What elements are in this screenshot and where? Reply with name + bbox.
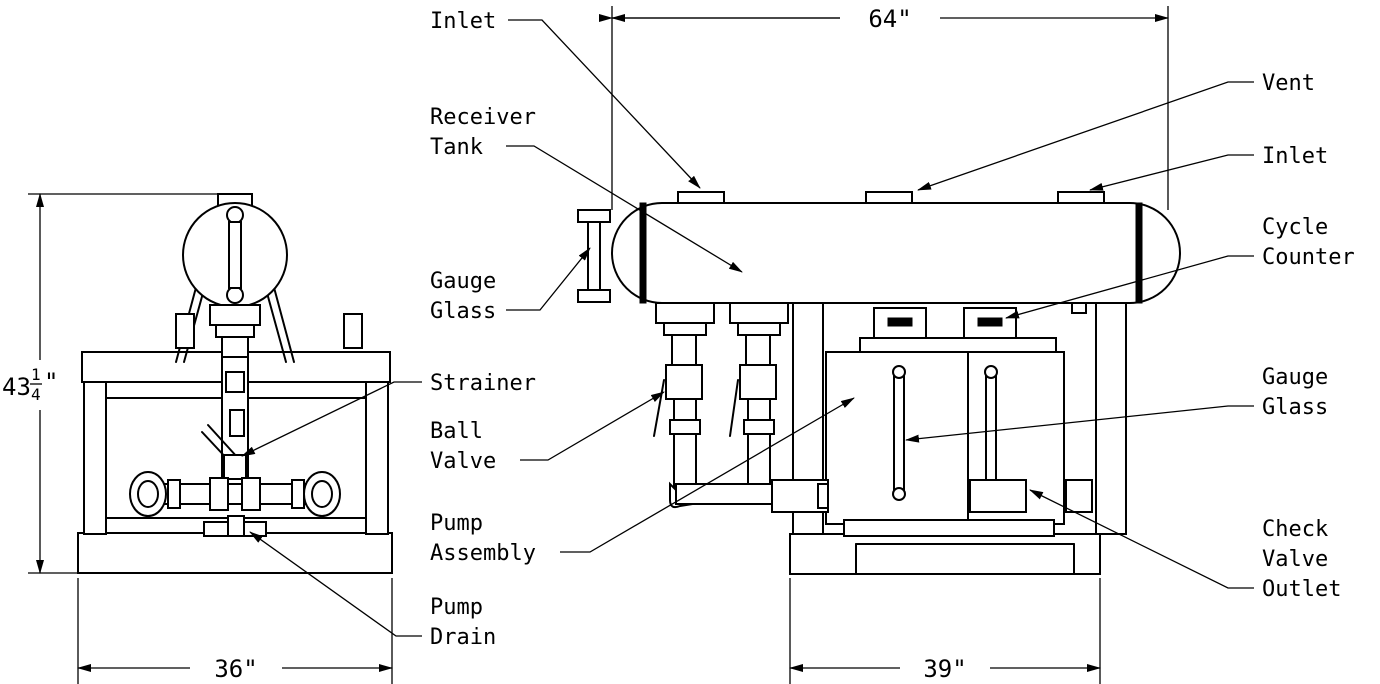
label-pump-drain-line1: Pump — [430, 595, 483, 620]
inlet-stub-right — [1057, 191, 1105, 204]
dim-height: 43 1 4 " — [2, 365, 58, 404]
vent-stub — [865, 191, 913, 204]
label-pump-assembly-line2: Assembly — [430, 541, 536, 566]
front-frame-left — [83, 381, 107, 535]
front-frame-right — [365, 381, 389, 535]
label-receiver-tank-line2: Tank — [430, 135, 483, 160]
label-ball-valve-line2: Valve — [430, 449, 496, 474]
front-view — [77, 193, 393, 574]
dim-height-whole: 43 — [2, 373, 31, 401]
label-cycle-counter-line1: Cycle — [1262, 215, 1328, 240]
side-view — [577, 191, 1181, 575]
label-pump-drain-line2: Drain — [430, 625, 496, 650]
label-check-valve-outlet-line1: Check — [1262, 517, 1328, 542]
ball-valve-right — [739, 364, 777, 400]
dim-height-unit: " — [44, 368, 58, 396]
dim-overall-length: 64" — [868, 5, 911, 33]
label-gauge-glass-left-line1: Gauge — [430, 269, 496, 294]
dimensions: 64" 43 1 4 " 36" 39" — [2, 5, 1169, 684]
label-receiver-tank-line1: Receiver — [430, 105, 536, 130]
outlet-fitting — [1065, 479, 1093, 513]
label-strainer: Strainer — [430, 371, 536, 396]
label-check-valve-outlet-line3: Outlet — [1262, 577, 1341, 602]
front-base — [77, 532, 393, 574]
ball-valve-left — [665, 364, 703, 400]
check-valve-right — [969, 479, 1027, 513]
label-gauge-glass-right-line2: Glass — [1262, 395, 1328, 420]
receiver-tank — [611, 202, 1181, 304]
front-gauge-glass — [228, 221, 242, 289]
label-ball-valve-line1: Ball — [430, 419, 483, 444]
tank-gauge-glass — [587, 213, 601, 301]
dim-front-width: 36" — [214, 655, 257, 683]
label-gauge-glass-left-line2: Glass — [430, 299, 496, 324]
label-check-valve-outlet-line2: Valve — [1262, 547, 1328, 572]
callouts: Inlet Vent Inlet Receiver Tank Cycle Cou… — [241, 9, 1355, 650]
label-inlet-right: Inlet — [1262, 144, 1328, 169]
side-base — [789, 533, 1101, 575]
label-vent: Vent — [1262, 71, 1315, 96]
label-pump-assembly-line1: Pump — [430, 511, 483, 536]
label-inlet-left: Inlet — [430, 9, 496, 34]
dim-height-numerator: 1 — [31, 365, 41, 384]
cycle-counter-left — [873, 307, 927, 339]
pump-gauge-glass — [893, 371, 905, 497]
label-gauge-glass-right-line1: Gauge — [1262, 365, 1328, 390]
dim-base-length: 39" — [923, 655, 966, 683]
label-cycle-counter-line2: Counter — [1262, 245, 1355, 270]
dim-height-denominator: 4 — [31, 385, 41, 404]
inlet-stub-left — [677, 191, 725, 204]
